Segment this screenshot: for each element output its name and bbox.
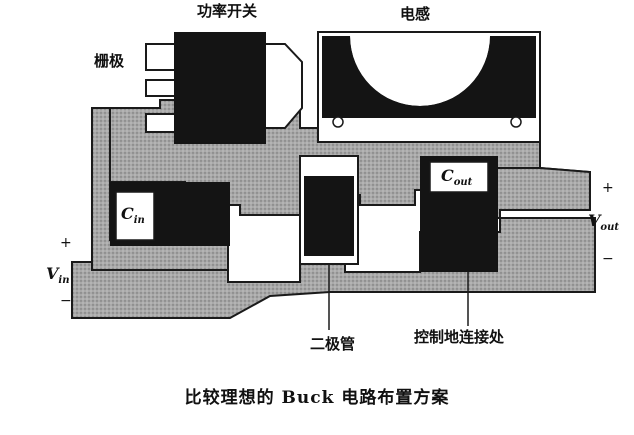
inductor-pad-left [332,116,344,128]
vout-plus-sign: + [602,180,614,196]
inductor-pad-right [510,116,522,128]
vin-symbol: Vin [46,264,70,287]
vout-symbol: Vout [588,211,619,234]
cout-symbol: Cout [441,166,473,189]
vin-minus-sign: − [60,293,72,309]
gate-label: 栅极 [94,52,125,70]
cin-pad [115,191,155,241]
figure-caption: 比较理想的 Buck 电路布置方案 [184,388,450,408]
gate-pin-bottom [145,113,179,133]
cin-symbol: Cin [121,204,145,227]
inductor-label: 电感 [400,5,431,23]
inductor-core-shape [322,36,536,118]
gate-pin-lower [145,79,179,97]
vout-minus-sign: − [602,251,614,267]
control-ground-label: 控制地连接处 [414,328,505,346]
gate-pin-top [145,43,179,71]
power-switch-label: 功率开关 [197,2,258,20]
inductor-arc-cutout [350,36,490,106]
diode-label: 二极管 [310,335,356,353]
diode-core [304,176,354,256]
vin-plus-sign: + [60,235,72,251]
cout-pad [429,161,489,193]
power-switch-body [174,32,266,144]
